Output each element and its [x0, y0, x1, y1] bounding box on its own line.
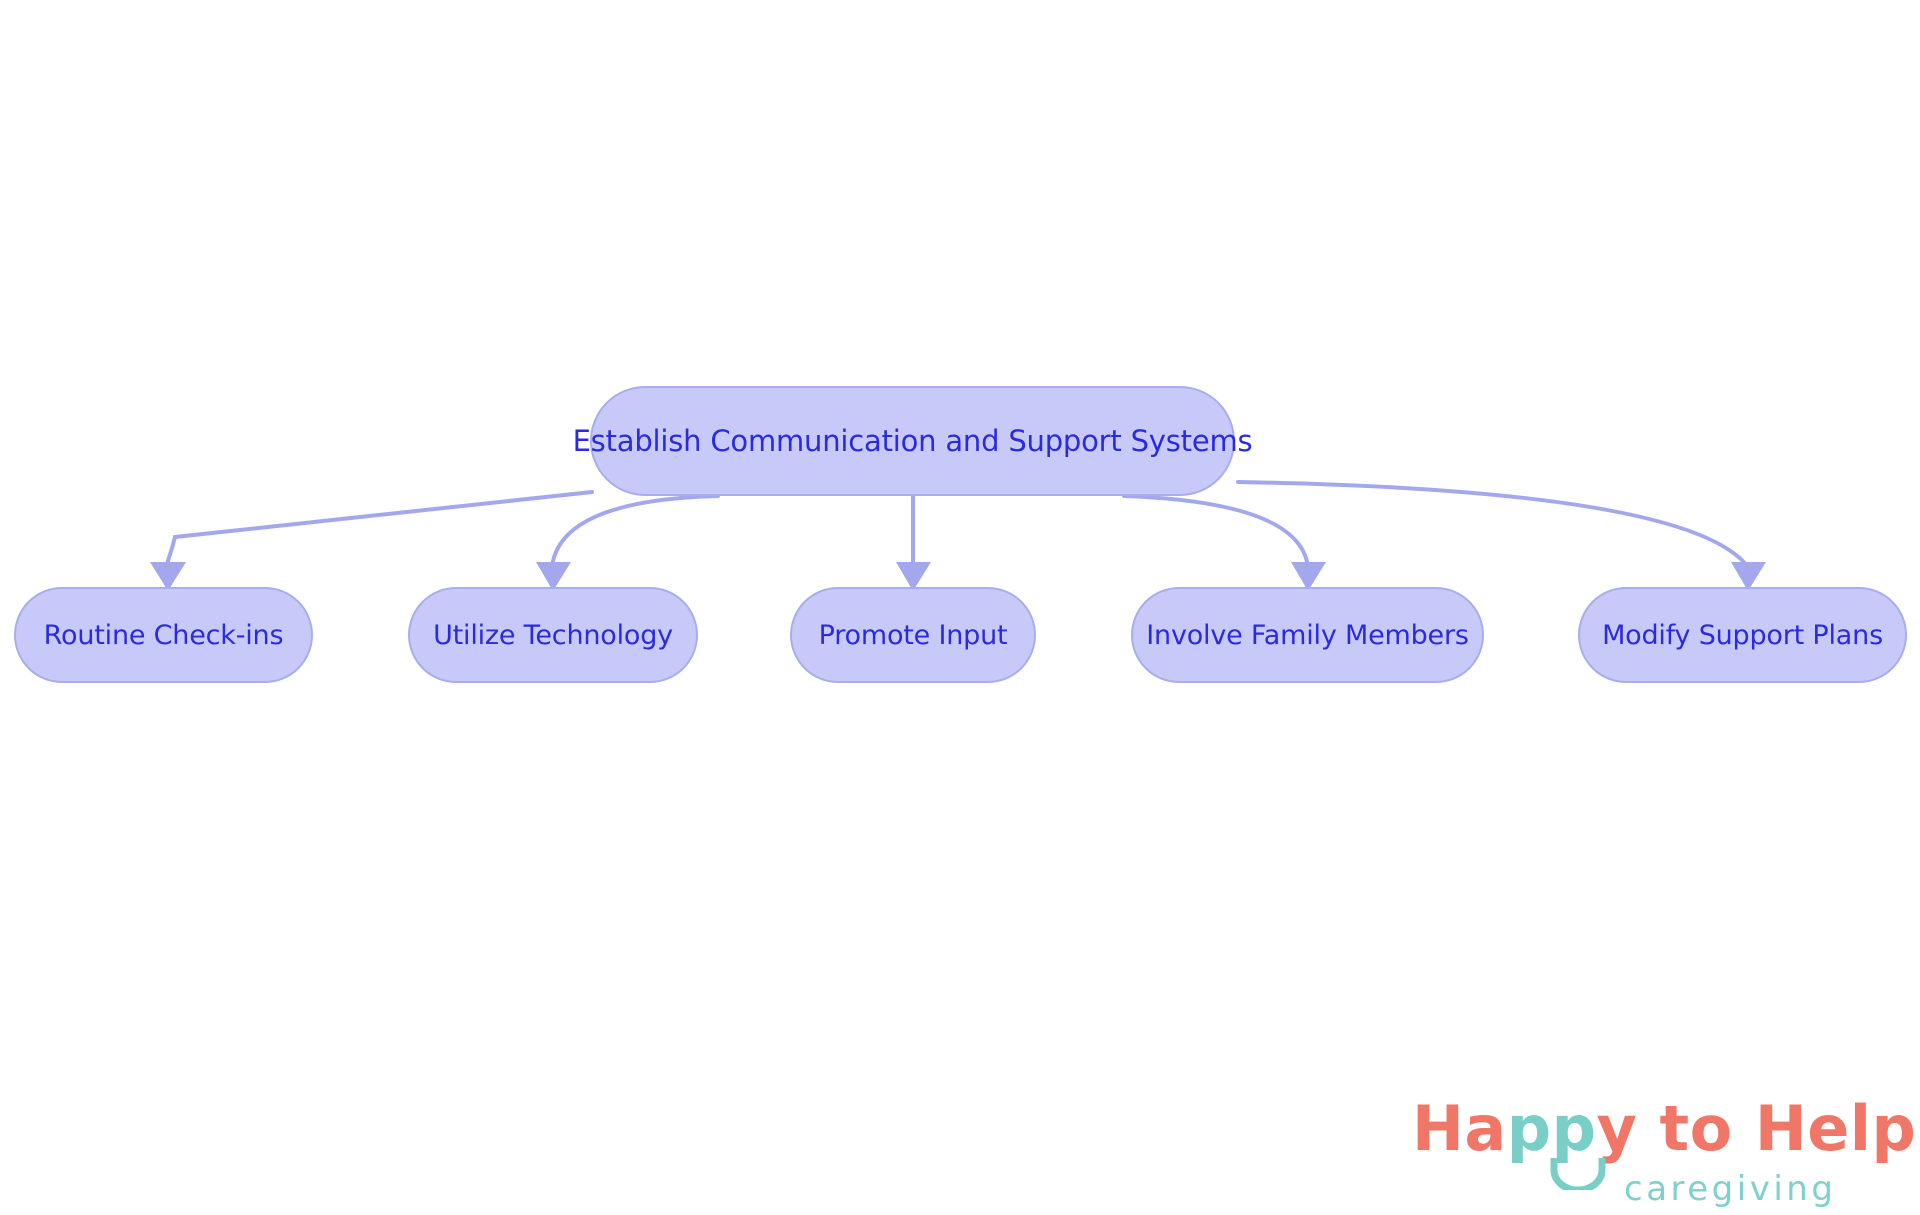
edge-root-to-routine-check-ins — [150, 490, 594, 591]
node-utilize-technology[interactable]: Utilize Technology — [408, 587, 698, 683]
edge-root-to-modify-support-plans — [1236, 480, 1766, 591]
node-routine-check-ins[interactable]: Routine Check-ins — [14, 587, 313, 683]
edge-root-to-promote-input — [896, 494, 931, 591]
logo-wordmark: Happy to Help — [1412, 1098, 1916, 1160]
brand-logo: Happy to Help caregiving — [1412, 1098, 1916, 1210]
logo-text-ha: Ha — [1412, 1092, 1507, 1165]
node-involve-family-members[interactable]: Involve Family Members — [1131, 587, 1484, 683]
node-promote-input[interactable]: Promote Input — [790, 587, 1036, 683]
logo-tagline: caregiving — [1624, 1169, 1837, 1209]
edge-root-to-involve-family-members — [1122, 494, 1326, 591]
node-modify-support-plans[interactable]: Modify Support Plans — [1578, 587, 1907, 683]
logo-text-pp: pp — [1506, 1092, 1597, 1165]
smile-arc-icon — [1550, 1158, 1606, 1190]
logo-text-to-help: to Help — [1637, 1092, 1917, 1165]
node-root[interactable]: Establish Communication and Support Syst… — [573, 386, 1253, 496]
logo-text-y: y — [1596, 1092, 1638, 1165]
edge-root-to-utilize-technology — [536, 494, 720, 591]
